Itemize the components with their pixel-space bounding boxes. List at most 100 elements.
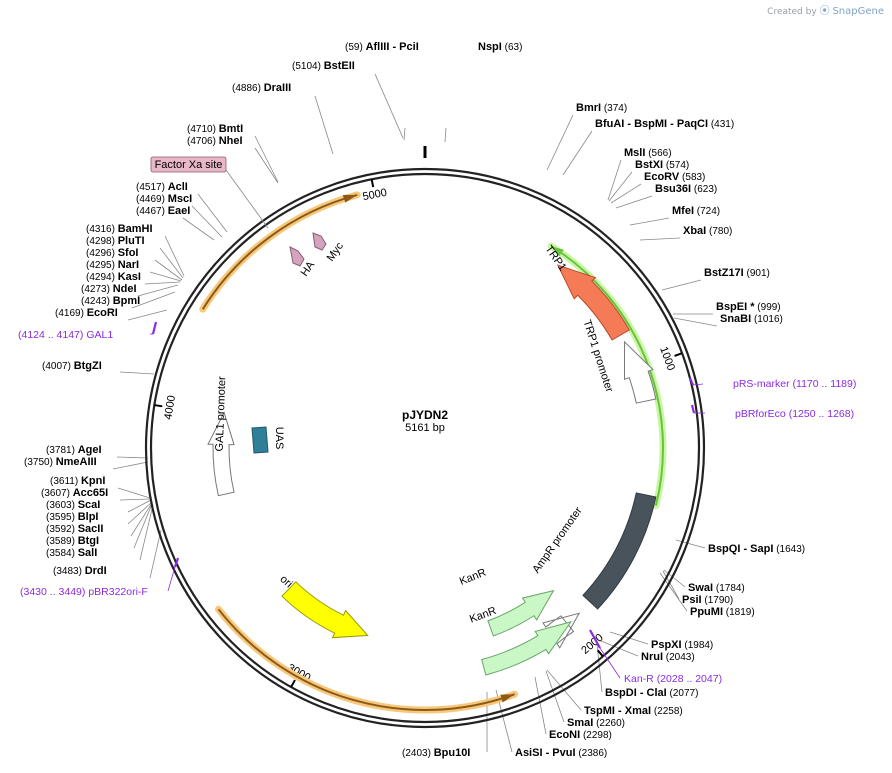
enzyme-leader xyxy=(149,271,182,282)
factor-xa-label: Factor Xa site xyxy=(155,159,223,171)
enzyme-position: (59) xyxy=(345,42,363,53)
enzyme-name: EcoRI xyxy=(87,307,118,319)
myc-label: Myc xyxy=(325,240,347,264)
orf-arrowhead xyxy=(500,694,515,703)
enzyme-leader xyxy=(137,284,179,297)
enzyme-position: (2077) xyxy=(670,688,699,699)
enzyme-site-label: EcoRV (583) xyxy=(644,171,705,183)
enzyme-leader xyxy=(191,205,223,238)
enzyme-name: SwaI xyxy=(688,582,713,594)
center-label: pJYDN2 5161 bp xyxy=(402,408,448,434)
primer-marker xyxy=(589,629,601,649)
enzyme-name: MscI xyxy=(168,193,192,205)
enzyme-site-label: (3607) Acc65I xyxy=(41,487,108,499)
enzyme-leader xyxy=(562,130,593,176)
primer-name: GAL1 xyxy=(86,329,113,341)
enzyme-site-label: (4294) KasI xyxy=(86,271,141,283)
enzyme-name: BfuAI - BspMI - PaqCI xyxy=(595,118,708,130)
enzyme-position: (1819) xyxy=(726,607,755,618)
primer-leader xyxy=(167,566,176,592)
enzyme-leader xyxy=(149,529,162,579)
enzyme-leader xyxy=(662,570,680,600)
enzyme-position: (1643) xyxy=(776,544,805,555)
enzyme-leader xyxy=(127,499,152,513)
primer-name: pRS-marker xyxy=(733,378,790,390)
enzyme-name: XbaI xyxy=(683,225,706,237)
enzyme-leader xyxy=(116,456,149,459)
enzyme-site-label: SnaBI (1016) xyxy=(720,313,783,325)
enzyme-site-label: (4706) NheI xyxy=(187,135,243,147)
enzyme-site-label: BspQI - SapI (1643) xyxy=(708,543,805,555)
enzyme-position: (3750) xyxy=(24,457,53,468)
enzyme-position: (1016) xyxy=(754,314,783,325)
orf-arrowhead xyxy=(342,194,358,203)
enzyme-leader xyxy=(374,73,404,139)
enzyme-position: (4467) xyxy=(136,206,165,217)
enzyme-leader xyxy=(119,371,155,375)
tick-label: 5000 xyxy=(362,187,388,204)
enzyme-position: (3611) xyxy=(50,476,78,487)
enzyme-site-label: NspI (63) xyxy=(478,41,522,53)
enzyme-position: (574) xyxy=(666,160,689,171)
enzyme-position: (3607) xyxy=(41,488,70,499)
enzyme-position: (1784) xyxy=(716,583,745,594)
enzyme-site-label: PsiI (1790) xyxy=(682,594,733,606)
enzyme-position: (4298) xyxy=(86,236,115,247)
enzyme-position: (4316) xyxy=(86,224,115,235)
feature-arc xyxy=(624,340,657,404)
enzyme-site-label: (4710) BmtI xyxy=(187,123,243,135)
primer-label: (3430 .. 3449) pBR322ori-F xyxy=(20,586,148,598)
enzyme-site-label: PspXI (1984) xyxy=(651,639,713,651)
primer-marker xyxy=(151,321,158,335)
tick-label: 1000 xyxy=(657,345,677,372)
enzyme-leader xyxy=(661,279,702,291)
enzyme-name: BstZ17I xyxy=(704,267,744,279)
enzyme-name: EcoNI xyxy=(549,729,580,741)
primer-name: pBR322ori-F xyxy=(88,586,148,598)
enzyme-position: (780) xyxy=(709,226,732,237)
enzyme-leader xyxy=(112,461,149,470)
enzyme-leader xyxy=(675,539,706,549)
small-features: UAS HA Myc xyxy=(251,232,347,454)
enzyme-site-label: (4298) PluTI xyxy=(86,235,145,247)
enzyme-name: EaeI xyxy=(168,205,191,217)
enzyme-site-label: XbaI (780) xyxy=(683,225,732,237)
enzyme-name: MslI xyxy=(624,147,645,159)
enzyme-position: (4706) xyxy=(187,136,216,147)
primer-range: (3430 .. 3449) xyxy=(20,586,85,598)
enzyme-site-label: (4886) DraIII xyxy=(232,82,291,94)
enzyme-site-label: PpuMI (1819) xyxy=(690,606,755,618)
enzyme-name: PluTI xyxy=(118,235,145,247)
primer-marker xyxy=(688,377,695,386)
enzyme-site-label: (4517) AclI xyxy=(136,181,188,193)
enzyme-name: NdeI xyxy=(113,283,137,295)
enzyme-name: DrdI xyxy=(85,565,107,577)
orf-glow xyxy=(215,605,519,714)
enzyme-site-label: (3592) SacII xyxy=(46,523,103,535)
enzyme-position: (2403) xyxy=(402,748,431,759)
enzyme-site-label: SmaI (2260) xyxy=(567,717,625,729)
enzyme-name: BtgZI xyxy=(74,360,102,372)
enzyme-name: DraIII xyxy=(264,82,292,94)
enzyme-name: Bsu36I xyxy=(655,183,691,195)
enzyme-position: (4710) xyxy=(187,124,216,135)
primer-range: (1170 .. 1189) xyxy=(793,378,857,390)
feature-arc xyxy=(487,589,555,637)
enzyme-site-label: (4467) EaeI xyxy=(136,205,190,217)
enzyme-site-label: (3781) AgeI xyxy=(46,444,102,456)
primer-leader xyxy=(599,647,621,679)
enzyme-name: BspDI - ClaI xyxy=(605,687,667,699)
enzyme-leader xyxy=(144,281,181,285)
orf-arc xyxy=(217,608,515,711)
enzyme-name: KasI xyxy=(118,271,141,283)
tick-mark xyxy=(290,679,296,688)
tick-mark xyxy=(674,352,683,357)
enzyme-position: (4169) xyxy=(55,308,84,319)
enzyme-site-label: (4296) SfoI xyxy=(86,247,138,259)
enzyme-site-label: (4007) BtgZI xyxy=(42,360,102,372)
enzyme-site-label: (3584) SalI xyxy=(46,547,97,559)
feature-arc xyxy=(207,411,235,497)
enzyme-site-label: (4316) BamHI xyxy=(86,223,153,235)
